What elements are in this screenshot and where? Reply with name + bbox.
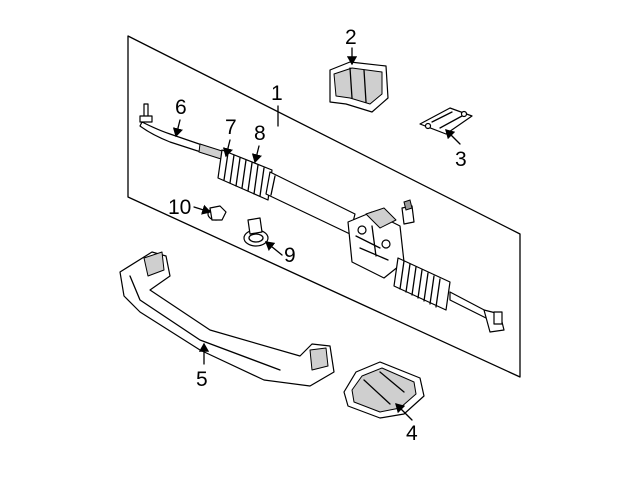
callout-9: 9 bbox=[284, 244, 296, 267]
leader-line-9 bbox=[264, 241, 283, 256]
callout-1: 1 bbox=[271, 82, 283, 105]
part-3-clamp-plate bbox=[419, 107, 473, 135]
assembly-panel bbox=[127, 35, 521, 378]
leader-line-8 bbox=[251, 145, 262, 164]
callout-10: 10 bbox=[168, 196, 191, 219]
callout-2: 2 bbox=[345, 26, 357, 49]
part-5-crossmember bbox=[119, 251, 335, 387]
leader-line-3 bbox=[445, 129, 461, 145]
leader-line-10 bbox=[193, 204, 212, 215]
leader-line-4 bbox=[395, 403, 413, 421]
part-9-clamp bbox=[243, 217, 269, 247]
callout-6: 6 bbox=[175, 96, 187, 119]
callout-8: 8 bbox=[254, 122, 266, 145]
part-4-splash-shield bbox=[343, 361, 425, 419]
callout-7: 7 bbox=[225, 116, 237, 139]
leader-line-7 bbox=[222, 139, 233, 158]
steering-rack-assembly bbox=[139, 103, 505, 333]
part-2-mount-bracket bbox=[329, 61, 389, 113]
callout-3: 3 bbox=[455, 148, 467, 171]
leader-line-6 bbox=[172, 119, 183, 138]
callout-5: 5 bbox=[196, 368, 208, 391]
callout-4: 4 bbox=[406, 422, 418, 445]
part-10-bushing bbox=[207, 205, 227, 221]
